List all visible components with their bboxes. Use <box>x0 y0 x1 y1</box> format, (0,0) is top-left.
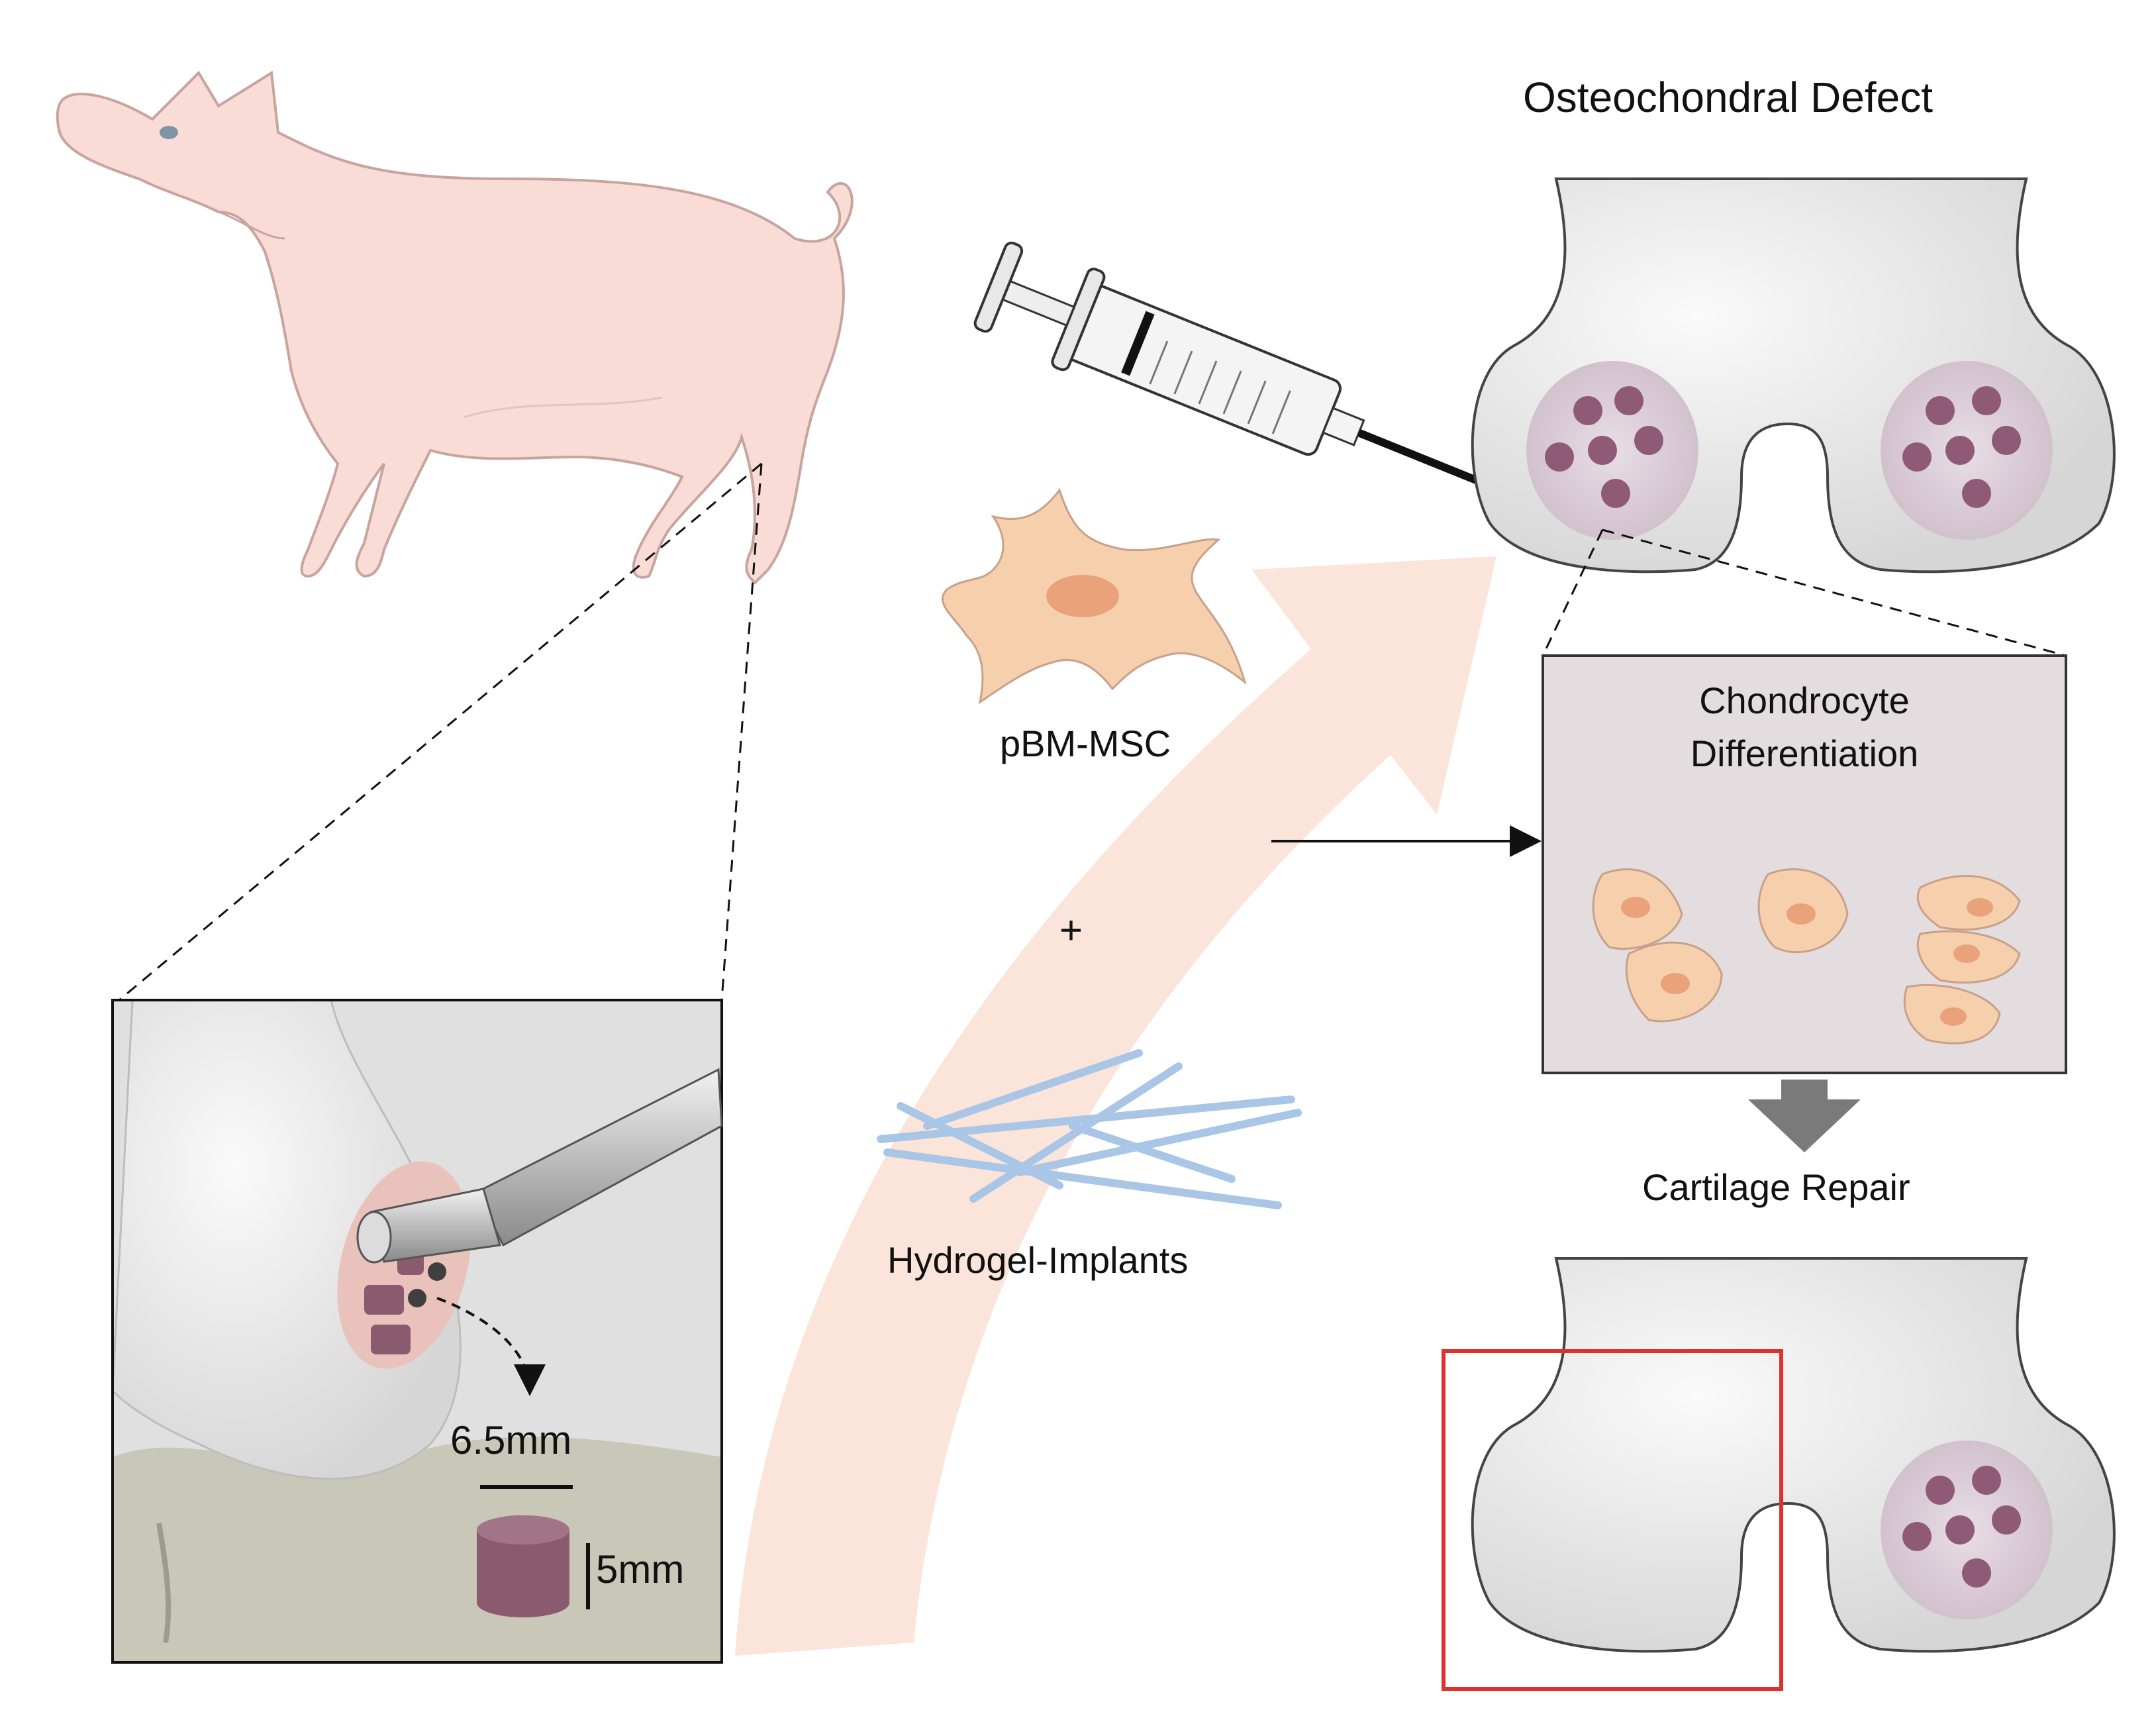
femur-defect-bone <box>1471 177 2116 574</box>
msc-cell-icon <box>942 487 1247 705</box>
process-big-arrow <box>735 556 1496 1656</box>
label-cartilage-repair: Cartilage Repair <box>1642 1166 1910 1208</box>
defect-implants-bottom <box>1902 1466 2021 1588</box>
femur-repaired-bone <box>1471 1257 2116 1653</box>
defect-implants-left <box>1545 386 1663 508</box>
chondrocyte-title-line1: Chondrocyte <box>1699 680 1910 721</box>
chondrocyte-icon <box>1592 868 2021 1044</box>
chondrocyte-title-line2: Differentiation <box>1690 733 1919 774</box>
down-arrow-icon <box>1748 1080 1861 1152</box>
label-diameter: 6.5mm <box>450 1418 572 1462</box>
zoom-lines-defect <box>1542 529 2067 657</box>
zoom-lines-pig <box>119 462 763 1001</box>
label-depth: 5mm <box>596 1547 685 1592</box>
implant-dimension <box>477 1485 590 1617</box>
label-plus: + <box>1059 908 1083 952</box>
syringe-icon <box>973 241 1490 489</box>
label-hydrogel-implants: Hydrogel-Implants <box>887 1239 1189 1281</box>
label-pbm-msc: pBM-MSC <box>1000 723 1171 764</box>
repair-highlight-box <box>1442 1349 1783 1691</box>
hydrogel-fiber-icon <box>877 1049 1302 1209</box>
title-osteochondral-defect: Osteochondral Defect <box>1523 74 1933 121</box>
biopsy-punch-icon <box>356 1068 723 1264</box>
pig-icon <box>56 70 854 585</box>
defect-implants-right <box>1902 386 2021 508</box>
